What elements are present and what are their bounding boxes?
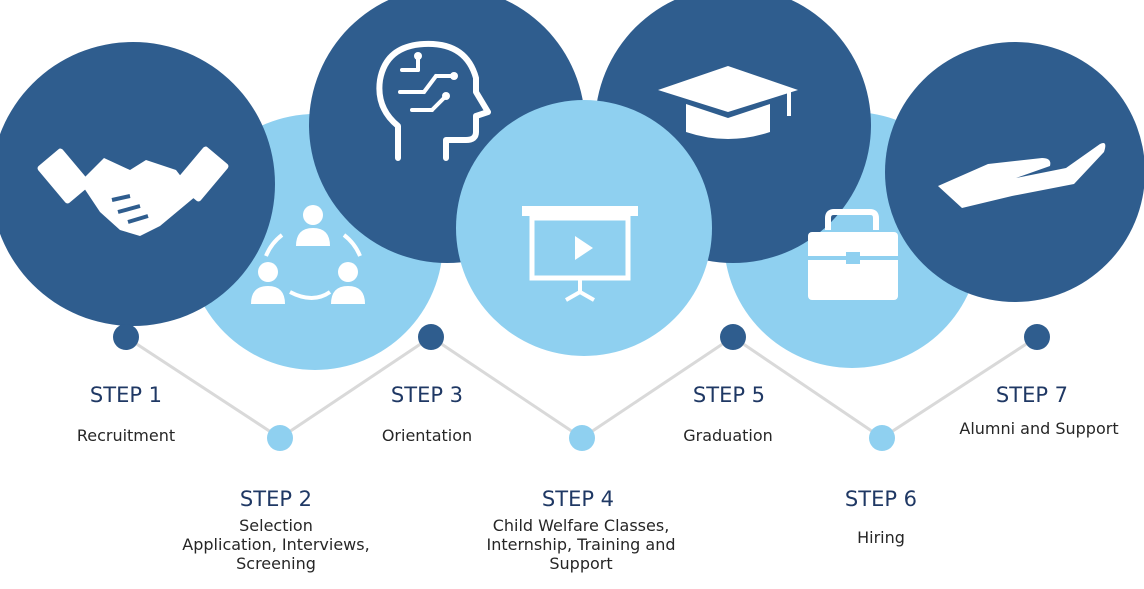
- step-7-title: STEP 7: [995, 383, 1069, 407]
- step-1-description: Recruitment: [76, 426, 176, 445]
- step-3-title: STEP 3: [390, 383, 464, 407]
- step-4-description: Child Welfare Classes, Internship, Train…: [486, 516, 676, 573]
- step-6-description: Hiring: [857, 528, 905, 547]
- step-4-title: STEP 4: [541, 487, 615, 511]
- handshake-icon: [37, 146, 229, 236]
- step-5-dot: [720, 324, 746, 350]
- open-hand-icon: [938, 143, 1106, 208]
- step-2-dot: [267, 425, 293, 451]
- step-3-description: Orientation: [381, 426, 473, 445]
- step-1-dot: [113, 324, 139, 350]
- step-7-dot: [1024, 324, 1050, 350]
- step-4-dot: [569, 425, 595, 451]
- briefcase-icon: [808, 209, 898, 300]
- step-7-description: Alumni and Support: [959, 419, 1119, 438]
- step-6-dot: [869, 425, 895, 451]
- graduation-cap-icon: [658, 66, 798, 139]
- step-2-title: STEP 2: [239, 487, 313, 511]
- connector-lines: [125, 335, 1038, 440]
- presentation-board-icon: [522, 206, 638, 302]
- step-2-description: Selection Application, Interviews, Scree…: [182, 516, 370, 573]
- step-1-title: STEP 1: [89, 383, 163, 407]
- group-network-icon: [251, 205, 365, 304]
- step-4-circle: [456, 100, 712, 356]
- brain-circuit-icon: [376, 40, 491, 161]
- step-5-description: Graduation: [683, 426, 773, 445]
- step-5-title: STEP 5: [692, 383, 766, 407]
- step-6-title: STEP 6: [844, 487, 918, 511]
- step-3-dot: [418, 324, 444, 350]
